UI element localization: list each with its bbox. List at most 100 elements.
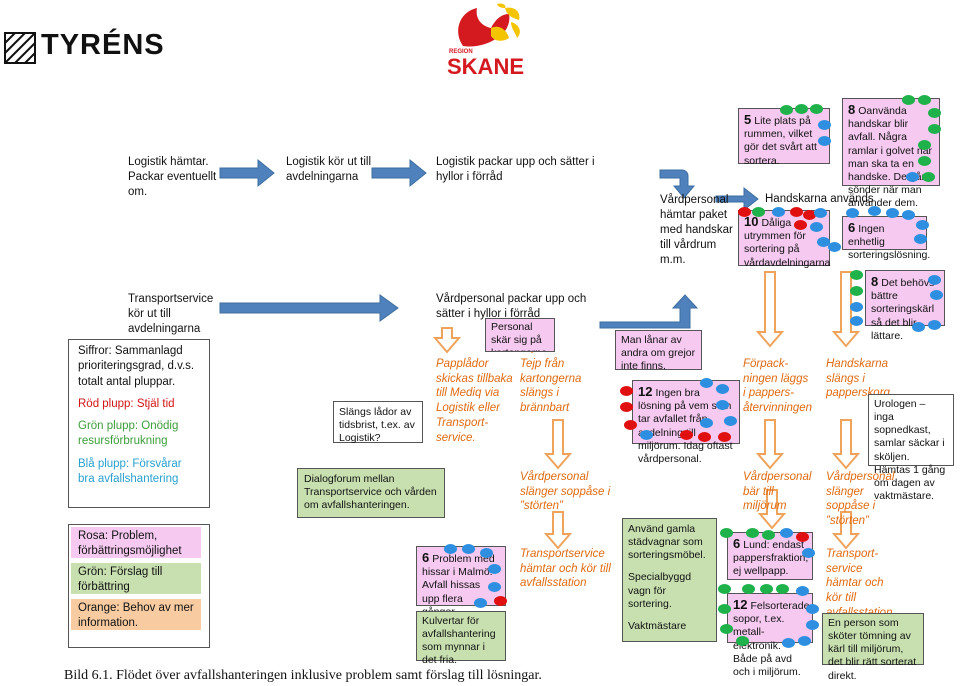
dot-green bbox=[795, 104, 808, 114]
arrow-blue-5 bbox=[219, 294, 399, 322]
arrow-orange-7 bbox=[831, 419, 861, 470]
problem-text: Det behövs bättre sorteringskärl så det … bbox=[871, 277, 935, 342]
step-handskarna-anvands: Handskarna används bbox=[765, 193, 874, 205]
info-papplador: Papplådor skickas tillbaka till Mediq vi… bbox=[436, 358, 513, 444]
suggestion-specialbyggd: Specialbyggd vagn för sortering. bbox=[628, 571, 692, 610]
dot-blue bbox=[868, 206, 881, 216]
arrow-blue-2 bbox=[371, 158, 427, 188]
legend-rosa: Rosa: Problem, förbättringsmöjlighet bbox=[71, 527, 201, 558]
dot-blue bbox=[474, 598, 487, 608]
dot-blue bbox=[488, 564, 501, 574]
suggestion-en-person: En person som sköter tömning av kärl til… bbox=[822, 613, 924, 682]
info-urologen: Urologen – inga sopnedkast, samlar säcka… bbox=[868, 394, 954, 502]
dot-green bbox=[718, 604, 731, 614]
tyrens-logo: TYRÉNS bbox=[4, 29, 169, 67]
dot-blue bbox=[798, 636, 811, 646]
dot-blue bbox=[930, 290, 943, 300]
dot-green bbox=[718, 584, 731, 594]
dot-blue bbox=[912, 322, 925, 332]
step-logistik-packar: Logistik packar upp och sätter i hyllor … bbox=[436, 156, 595, 183]
step-logistik-hamtar: Logistik hämtar. Packar eventuellt om. bbox=[128, 156, 217, 198]
dot-red bbox=[620, 402, 633, 412]
dot-green bbox=[736, 636, 749, 646]
region-skane-logo: REGION SKANE bbox=[445, 2, 530, 80]
dot-green bbox=[720, 528, 733, 538]
dot-blue bbox=[700, 418, 713, 428]
dot-red bbox=[738, 207, 751, 217]
dot-blue bbox=[796, 586, 809, 596]
suggestion-box-stadvagnar: Använd gamla städvagnar som sorteringsmö… bbox=[622, 518, 717, 642]
dot-green bbox=[918, 95, 931, 105]
dot-blue bbox=[818, 120, 831, 130]
griffin-icon bbox=[458, 3, 520, 47]
dot-blue bbox=[902, 210, 915, 220]
tyrens-wordmark: TYRÉNS bbox=[41, 29, 165, 61]
arrow-orange-3 bbox=[755, 271, 785, 348]
dot-red bbox=[680, 430, 693, 440]
dot-blue bbox=[782, 638, 795, 648]
problem-text: Ingen enhetlig sorteringslösning. bbox=[848, 223, 931, 262]
problem-text: Lund: endast pappersfraktion, ej wellpap… bbox=[733, 539, 809, 578]
arrow-orange-9 bbox=[831, 511, 861, 550]
tyrens-mark-icon bbox=[4, 32, 36, 64]
dot-blue bbox=[480, 548, 493, 558]
suggestion-anvand-gamla: Använd gamla städvagnar som sorteringsmö… bbox=[628, 523, 706, 562]
dot-blue bbox=[814, 208, 827, 218]
dot-green bbox=[918, 140, 931, 150]
dot-blue bbox=[488, 582, 501, 592]
legend-bla-plupp: Blå plupp: Försvårar bra avfallshanterin… bbox=[78, 457, 182, 485]
info-tejp: Tejp från kartongerna slängs i brännbart bbox=[520, 358, 582, 415]
dot-blue bbox=[828, 242, 841, 252]
dot-green bbox=[742, 584, 755, 594]
legend-gron-forslag: Grön: Förslag till förbättring bbox=[71, 563, 201, 594]
dot-blue bbox=[640, 430, 653, 440]
info-transportservice-hamtar: Transportservice hämtar och kör till avf… bbox=[520, 548, 611, 590]
problem-text: Oanvända handskar blir avfall. Några ram… bbox=[848, 105, 933, 209]
arrow-orange-8 bbox=[543, 511, 573, 550]
dot-blue bbox=[700, 378, 713, 388]
arrow-orange-10 bbox=[757, 489, 787, 530]
legend-color-box: Rosa: Problem, förbättringsmöjlighet Grö… bbox=[68, 524, 210, 648]
dot-red bbox=[796, 532, 809, 542]
problem-text: Ingen bra lösning på vem som tar avfalle… bbox=[638, 387, 733, 465]
priority-number: 12 bbox=[733, 597, 748, 612]
dot-green bbox=[922, 172, 935, 182]
info-bar-till-miljorum: Vårdpersonal bär till miljörum bbox=[743, 471, 812, 513]
arrow-blue-1 bbox=[219, 158, 275, 188]
dot-blue bbox=[810, 222, 823, 232]
dot-green bbox=[762, 530, 775, 540]
dot-red bbox=[790, 207, 803, 217]
dot-blue bbox=[886, 208, 899, 218]
priority-number: 8 bbox=[871, 274, 879, 289]
step-transportservice: Transportservice kör ut till avdelningar… bbox=[128, 293, 214, 335]
dot-green bbox=[780, 105, 793, 115]
legend-siffror: Siffror: Sammanlagd prioriteringsgrad, d… bbox=[78, 345, 195, 388]
info-soppase-1: Vårdpersonal slänger soppåse i ”störten” bbox=[520, 471, 611, 513]
dot-blue bbox=[716, 384, 729, 394]
dot-blue bbox=[716, 400, 729, 410]
problem-text: Lite plats på rummen, vilket gör det svå… bbox=[744, 115, 817, 167]
legend-rod-plupp: Röd plupp: Stjäl tid bbox=[78, 397, 175, 410]
dot-blue bbox=[928, 275, 941, 285]
dot-blue bbox=[806, 620, 819, 630]
dot-blue bbox=[806, 604, 819, 614]
priority-number: 6 bbox=[422, 550, 430, 565]
figure-caption: Bild 6.1. Flödet över avfallshanteringen… bbox=[64, 668, 542, 683]
dot-green bbox=[902, 95, 915, 105]
arrow-blue-6 bbox=[599, 294, 699, 329]
priority-number: 12 bbox=[638, 384, 653, 399]
dot-red bbox=[624, 420, 637, 430]
suggestion-dialogforum: Dialogforum mellan Transportservice och … bbox=[297, 468, 445, 518]
skane-wordmark: SKANE bbox=[447, 54, 525, 79]
dot-red bbox=[803, 210, 816, 220]
dot-blue bbox=[462, 544, 475, 554]
problem-text: Dåliga utrymmen för sortering på vårdavd… bbox=[744, 217, 831, 269]
dot-green bbox=[850, 270, 863, 280]
info-handskarna-slangs: Handskarna slängs i papperskorg bbox=[826, 358, 890, 400]
priority-number: 10 bbox=[744, 214, 759, 229]
dot-green bbox=[928, 108, 941, 118]
info-slangs-lador: Slängs lådor av tidsbrist, t.ex. av Logi… bbox=[333, 401, 423, 444]
